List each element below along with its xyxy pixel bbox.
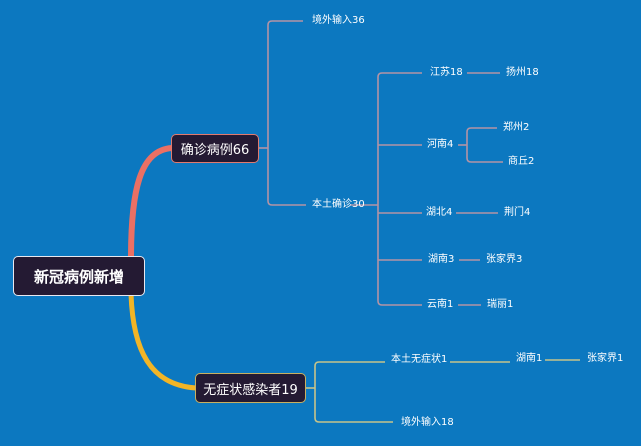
confirmed-local-node[interactable]: 本土确诊30 [312, 199, 365, 210]
root-label: 新冠病例新增 [33, 267, 124, 286]
city-ruili-node[interactable]: 瑞丽1 [487, 299, 514, 310]
asym-province-hunan-node[interactable]: 湖南1 [516, 353, 543, 364]
asymptomatic-cases-label: 无症状感染者19 [203, 382, 298, 398]
city-zhangjiajie-node[interactable]: 张家界3 [486, 254, 523, 265]
province-hubei-node[interactable]: 湖北4 [426, 207, 453, 218]
asymptomatic-imported-node[interactable]: 境外输入18 [401, 417, 454, 428]
asym-city-zhangjiajie-node[interactable]: 张家界1 [587, 353, 624, 364]
confirmed-imported-node[interactable]: 境外输入36 [312, 15, 365, 26]
city-zhengzhou-node[interactable]: 郑州2 [503, 122, 530, 133]
city-jingmen-node[interactable]: 荆门4 [504, 207, 531, 218]
root-node[interactable]: 新冠病例新增 [13, 256, 145, 296]
province-yunnan-node[interactable]: 云南1 [427, 299, 454, 310]
city-yangzhou-node[interactable]: 扬州18 [506, 67, 539, 78]
asymptomatic-cases-node[interactable]: 无症状感染者19 [195, 373, 306, 403]
asymptomatic-local-node[interactable]: 本土无症状1 [391, 354, 448, 365]
confirmed-cases-node[interactable]: 确诊病例66 [171, 134, 259, 163]
province-henan-node[interactable]: 河南4 [427, 139, 454, 150]
confirmed-cases-label: 确诊病例66 [180, 143, 250, 158]
province-jiangsu-node[interactable]: 江苏18 [430, 67, 463, 78]
province-hunan-node[interactable]: 湖南3 [428, 254, 455, 265]
city-shangqiu-node[interactable]: 商丘2 [508, 156, 535, 167]
